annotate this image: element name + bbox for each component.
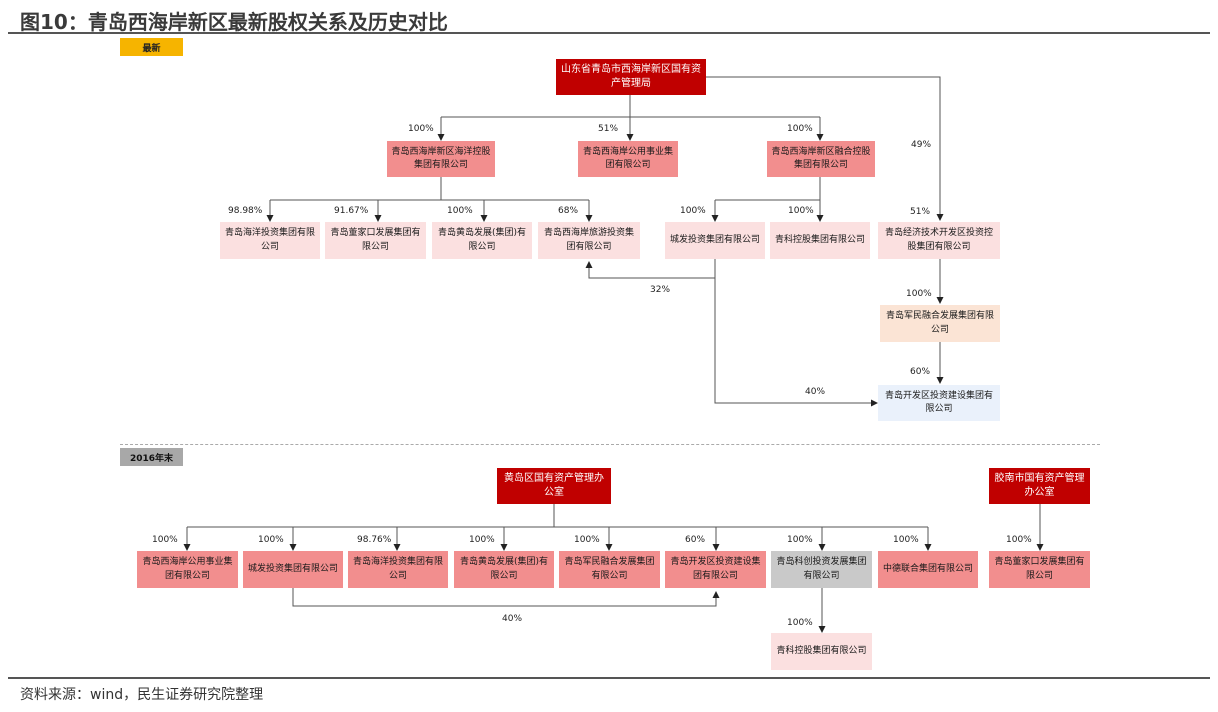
pct-label: 100%	[893, 535, 919, 545]
latest-tag: 最新	[120, 38, 183, 56]
latest-junmin-node: 青岛军民融合发展集团有限公司	[880, 305, 1000, 342]
y2016-public-utility-node: 青岛西海岸公用事业集团有限公司	[137, 551, 238, 588]
pct-label: 100%	[408, 124, 434, 134]
footer-rule	[8, 677, 1210, 679]
latest-top-node: 山东省青岛市西海岸新区国有资产管理局	[556, 59, 706, 95]
latest-tourism-node: 青岛西海岸旅游投资集团有限公司	[538, 222, 640, 259]
pct-label: 98.98%	[228, 206, 263, 216]
pct-label: 40%	[805, 387, 826, 397]
y2016-huangdao-node: 青岛黄岛发展(集团)有限公司	[454, 551, 554, 588]
pct-label: 51%	[910, 207, 931, 217]
latest-marine-holding-node: 青岛西海岸新区海洋控股集团有限公司	[387, 141, 495, 177]
pct-label: 100%	[787, 124, 813, 134]
y2016-qingke-node: 青科控股集团有限公司	[771, 633, 872, 670]
pct-label: 60%	[910, 367, 931, 377]
pct-label: 100%	[680, 206, 706, 216]
pct-label: 98.76%	[357, 535, 392, 545]
y2016-kaifaqu-node: 青岛开发区投资建设集团有限公司	[665, 551, 766, 588]
section-divider	[120, 444, 1100, 445]
title-rule	[8, 32, 1210, 34]
pct-label: 51%	[598, 124, 619, 134]
pct-label: 60%	[685, 535, 706, 545]
y2016-tag: 2016年末	[120, 448, 183, 466]
latest-fusion-holding-node: 青岛西海岸新区融合控股集团有限公司	[767, 141, 875, 177]
page-title: 图10：青岛西海岸新区最新股权关系及历史对比	[20, 10, 448, 34]
pct-label: 32%	[650, 285, 671, 295]
latest-qingke-node: 青科控股集团有限公司	[770, 222, 870, 259]
pct-label: 100%	[906, 289, 932, 299]
y2016-marine-investment-node: 青岛海洋投资集团有限公司	[348, 551, 448, 588]
pct-label: 100%	[787, 618, 813, 628]
pct-label: 40%	[502, 614, 523, 624]
latest-huangdao-node: 青岛黄岛发展(集团)有限公司	[432, 222, 532, 259]
latest-dongjiakou-node: 青岛董家口发展集团有限公司	[325, 222, 426, 259]
y2016-zhongde-node: 中德联合集团有限公司	[878, 551, 978, 588]
y2016-kechuang-node: 青岛科创投资发展集团有限公司	[771, 551, 872, 588]
latest-public-utility-node: 青岛西海岸公用事业集团有限公司	[578, 141, 678, 177]
latest-chengfa-node: 城发投资集团有限公司	[665, 222, 765, 259]
pct-label: 100%	[787, 535, 813, 545]
pct-label: 100%	[447, 206, 473, 216]
y2016-junmin-node: 青岛军民融合发展集团有限公司	[559, 551, 660, 588]
pct-label: 100%	[574, 535, 600, 545]
latest-econ-dev-node: 青岛经济技术开发区投资控股集团有限公司	[878, 222, 1000, 259]
pct-label: 49%	[911, 140, 932, 150]
pct-label: 100%	[469, 535, 495, 545]
latest-marine-investment-node: 青岛海洋投资集团有限公司	[220, 222, 320, 259]
y2016-top-node: 黄岛区国有资产管理办公室	[497, 468, 611, 504]
latest-kaifaqu-node: 青岛开发区投资建设集团有限公司	[878, 385, 1000, 421]
pct-label: 91.67%	[334, 206, 369, 216]
pct-label: 100%	[152, 535, 178, 545]
pct-label: 100%	[258, 535, 284, 545]
source-note: 资料来源：wind，民生证券研究院整理	[20, 687, 264, 703]
y2016-jiaonan-node: 胶南市国有资产管理办公室	[989, 468, 1090, 504]
pct-label: 100%	[788, 206, 814, 216]
y2016-dongjiakou-node: 青岛董家口发展集团有限公司	[989, 551, 1090, 588]
y2016-chengfa-node: 城发投资集团有限公司	[243, 551, 343, 588]
pct-label: 68%	[558, 206, 579, 216]
pct-label: 100%	[1006, 535, 1032, 545]
